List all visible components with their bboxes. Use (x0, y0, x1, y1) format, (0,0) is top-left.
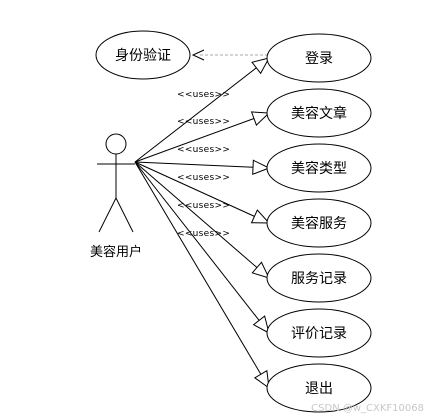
usecase-ellipse (266, 143, 372, 193)
association-line (134, 161, 254, 168)
usecase-ellipse (266, 198, 372, 248)
usecase-ellipse (95, 30, 191, 80)
auth-dependency-arrowhead (191, 49, 205, 61)
auth-dependency (191, 49, 268, 61)
uses-label: <<uses>> (177, 201, 230, 211)
watermark: CSDN @w_CXKF10068 (311, 403, 424, 414)
usecase-6[interactable]: 评价记录 (266, 308, 372, 358)
association-lines (134, 57, 271, 390)
usecase-2[interactable]: 美容文章 (266, 88, 372, 138)
association-arrowhead (250, 111, 271, 126)
association-line (134, 161, 262, 375)
uses-label: <<uses>> (177, 117, 230, 127)
actor-head (105, 133, 127, 155)
usecase-ellipse (266, 308, 372, 358)
actor-left-leg (98, 197, 117, 233)
usecase-ellipse (266, 33, 372, 83)
association-line (134, 161, 260, 321)
actor[interactable]: 美容用户 (90, 133, 142, 260)
usecase-7[interactable]: 退出 (266, 363, 372, 413)
association-arrowhead (253, 369, 270, 390)
usecase-label: 服务记录 (291, 271, 347, 287)
usecase-1[interactable]: 登录 (266, 33, 372, 83)
usecase-ellipse (266, 88, 372, 138)
association-line (134, 67, 257, 163)
association-arrowhead (250, 209, 271, 224)
actor-label: 美容用户 (90, 244, 142, 260)
uses-label: <<uses>> (177, 90, 230, 100)
usecase-identity-verification[interactable]: 身份验证 (95, 30, 191, 80)
uses-label: <<uses>> (177, 173, 230, 183)
uses-label: <<uses>> (177, 229, 230, 239)
usecase-label: 登录 (305, 51, 333, 67)
usecase-label: 退出 (305, 381, 333, 397)
association-line (134, 161, 258, 268)
association-arrowhead (252, 159, 271, 176)
usecase-ellipse (266, 363, 372, 413)
actor-right-leg (115, 197, 134, 233)
usecase-label: 美容文章 (291, 105, 347, 122)
usecase-5[interactable]: 服务记录 (266, 253, 372, 303)
usecase-ellipse (266, 253, 372, 303)
usecase-3[interactable]: 美容类型 (266, 143, 372, 193)
usecase-label: 美容服务 (291, 215, 347, 232)
usecase-4[interactable]: 美容服务 (266, 198, 372, 248)
usecase-label: 美容类型 (291, 160, 347, 177)
association-line (134, 118, 255, 163)
usecase-label: 评价记录 (291, 326, 347, 342)
relation-labels: <<uses>> <<uses>> <<uses>> <<uses>> <<uses>>… (177, 90, 230, 239)
association-line (134, 161, 255, 217)
uses-label: <<uses>> (177, 145, 230, 155)
usecase-label: 身份验证 (115, 48, 171, 64)
association-arrowhead (251, 57, 270, 75)
association-arrowhead (252, 315, 270, 334)
association-arrowhead (251, 261, 270, 279)
